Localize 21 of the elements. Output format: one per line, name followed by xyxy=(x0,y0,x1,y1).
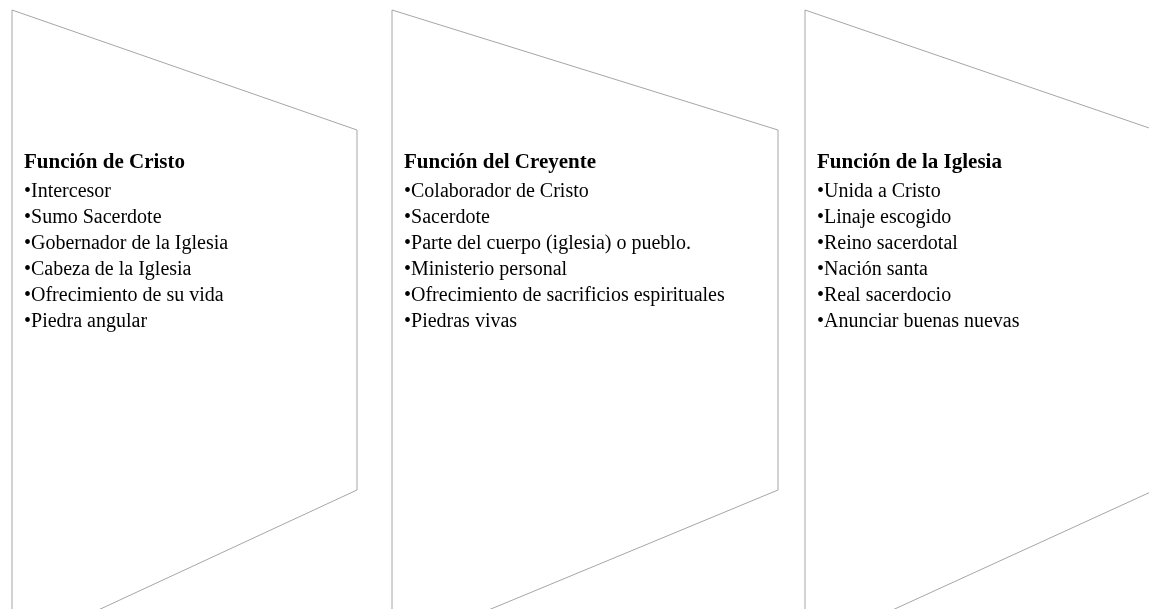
list-item: •Piedra angular xyxy=(24,308,149,333)
heading: Función del Creyente xyxy=(404,148,598,175)
list-item: •Cabeza de la Iglesia xyxy=(24,256,193,281)
list-item: •Ofrecimiento de su vida xyxy=(24,282,225,307)
list-item: •Ministerio personal xyxy=(404,256,569,281)
list-item: •Colaborador de Cristo xyxy=(404,178,590,203)
list-item: •Piedras vivas xyxy=(404,308,519,333)
list-item: •Sumo Sacerdote xyxy=(24,204,163,229)
list-item: •Real sacerdocio xyxy=(817,282,953,307)
list-item: •Gobernador de la Iglesia xyxy=(24,230,230,255)
list-item: •Nación santa xyxy=(817,256,929,281)
list-item: •Reino sacerdotal xyxy=(817,230,959,255)
list-item: •Parte del cuerpo (iglesia) o pueblo. xyxy=(404,230,692,255)
list-item: •Anunciar buenas nuevas xyxy=(817,308,1021,333)
list-item: •Ofrecimiento de sacrificios espirituales xyxy=(404,282,726,307)
heading: Función de Cristo xyxy=(24,148,186,175)
list-item: •Intercesor xyxy=(24,178,112,203)
list-item: •Sacerdote xyxy=(404,204,491,229)
list-item: •Unida a Cristo xyxy=(817,178,942,203)
list-item: •Linaje escogido xyxy=(817,204,953,229)
heading: Función de la Iglesia xyxy=(817,148,1003,175)
